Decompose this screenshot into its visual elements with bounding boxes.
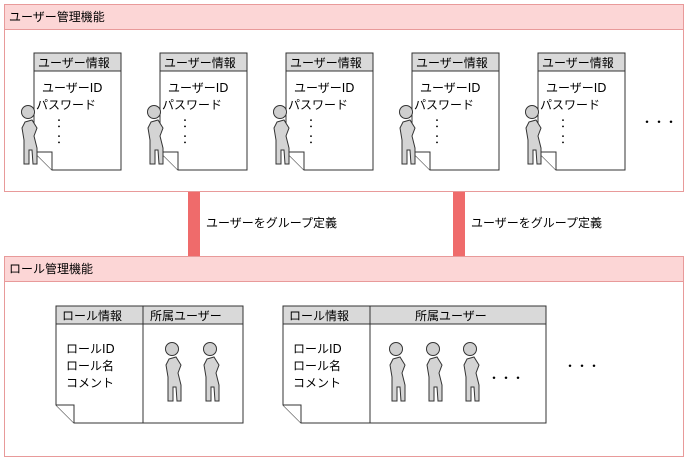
role-cards-ellipsis: ・・・: [564, 359, 600, 373]
user-card-title: ユーザー情報: [416, 56, 488, 70]
user-card-header: [537, 52, 626, 72]
user-card-line: パスワード: [540, 98, 600, 112]
role-card-line: ロールID: [66, 342, 115, 356]
user-card-line: ：: [560, 132, 572, 146]
members-ellipsis: ・・・: [488, 371, 524, 385]
role-card-line: ロール名: [293, 358, 341, 373]
user-card-line: ：: [434, 132, 446, 146]
user-card-1: ユーザー情報 ユーザーID パスワード ： ：: [33, 52, 122, 171]
user-card-line: パスワード: [162, 98, 222, 112]
group-arrow-left: ユーザーをグループ定義: [176, 192, 337, 305]
user-card-line: ：: [434, 116, 446, 130]
user-card-fold: [286, 151, 305, 170]
role-card-fold: [283, 404, 302, 423]
user-card-line: ：: [56, 116, 68, 130]
role-card-line: ロールID: [293, 342, 342, 356]
user-card-title: ユーザー情報: [164, 56, 236, 70]
group-arrow-right: ユーザーをグループ定義: [441, 192, 602, 305]
person-icon: [203, 342, 220, 402]
user-card-title: ユーザー情報: [290, 56, 362, 70]
person-icon: [463, 342, 480, 402]
user-card-header: [159, 52, 248, 72]
user-card-title: ユーザー情報: [38, 56, 110, 70]
person-icon: [21, 105, 38, 165]
group-arrow-label: ユーザーをグループ定義: [471, 215, 602, 230]
user-card-4: ユーザー情報 ユーザーID パスワード ： ：: [411, 52, 500, 171]
user-card-fold: [538, 151, 557, 170]
user-panel-title: ユーザー管理機能: [9, 9, 105, 24]
member-header: 所属ユーザー: [150, 309, 222, 323]
role-card-fold: [56, 404, 75, 423]
role-card-line: コメント: [293, 376, 341, 390]
user-card-line: ：: [182, 132, 194, 146]
user-card-header: [33, 52, 122, 72]
down-arrow-icon: [176, 192, 212, 305]
user-card-fold: [412, 151, 431, 170]
user-card-line: ：: [560, 116, 572, 130]
user-card-line: ユーザーID: [420, 81, 481, 95]
role-info-header: ロール情報: [289, 309, 349, 323]
person-icon: [165, 342, 182, 402]
user-card-line: ：: [56, 132, 68, 146]
user-card-header: [285, 52, 374, 72]
role-info-header: ロール情報: [62, 309, 122, 323]
person-icon: [399, 105, 416, 165]
role-card-header: [282, 305, 547, 325]
person-icon: [525, 105, 542, 165]
user-card-line: ユーザーID: [42, 81, 103, 95]
role-card-1: ロール情報 所属ユーザー ロールID ロール名 コメント: [55, 305, 244, 424]
group-arrow-label: ユーザーをグループ定義: [206, 215, 337, 230]
person-icon: [389, 342, 406, 402]
user-card-line: ：: [308, 132, 320, 146]
role-card-2: ロール情報 所属ユーザー ロールID ロール名 コメント ・・・: [282, 305, 547, 424]
user-card-header: [411, 52, 500, 72]
role-card-line: コメント: [66, 376, 114, 390]
role-panel-title: ロール管理機能: [9, 261, 93, 276]
user-card-line: パスワード: [288, 98, 348, 112]
person-icon: [426, 342, 443, 402]
role-card-line: ロール名: [66, 358, 114, 373]
user-card-line: パスワード: [414, 98, 474, 112]
user-card-fold: [34, 151, 53, 170]
user-card-line: ユーザーID: [294, 81, 355, 95]
role-panel-header: [4, 256, 684, 282]
user-card-line: ユーザーID: [546, 81, 607, 95]
down-arrow-icon: [441, 192, 477, 305]
person-icon: [147, 105, 164, 165]
user-card-line: パスワード: [36, 98, 96, 112]
user-card-3: ユーザー情報 ユーザーID パスワード ： ：: [285, 52, 374, 171]
user-card-line: ユーザーID: [168, 81, 229, 95]
user-card-fold: [160, 151, 179, 170]
member-header: 所属ユーザー: [415, 309, 487, 323]
user-card-line: ：: [308, 116, 320, 130]
user-card-5: ユーザー情報 ユーザーID パスワード ： ：: [537, 52, 626, 171]
user-card-title: ユーザー情報: [542, 56, 614, 70]
user-card-2: ユーザー情報 ユーザーID パスワード ： ：: [159, 52, 248, 171]
user-card-line: ：: [182, 116, 194, 130]
role-card-header: [55, 305, 244, 325]
user-panel-header: [4, 4, 684, 30]
person-icon: [273, 105, 290, 165]
user-cards-ellipsis: ・・・: [641, 115, 677, 129]
